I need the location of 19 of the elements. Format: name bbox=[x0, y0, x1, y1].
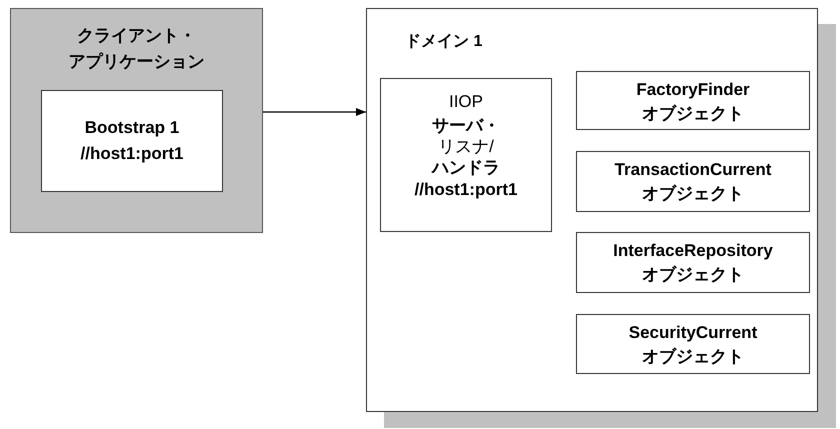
node-label: TransactionCurrent オブジェクト bbox=[614, 159, 772, 205]
application-box bbox=[10, 8, 263, 233]
node-title: クライアント・アプリケーション bbox=[68, 25, 206, 73]
object-box bbox=[576, 71, 810, 130]
arrow bbox=[263, 108, 366, 116]
node-label: FactoryFinder オブジェクト bbox=[635, 79, 751, 125]
node-label: //host1:port1 bbox=[414, 179, 518, 200]
node-label: サーバ・リスナ/ハンドラ bbox=[430, 115, 501, 178]
domain-box bbox=[366, 8, 818, 412]
node-label: IIOP bbox=[448, 91, 484, 112]
object-box bbox=[576, 314, 810, 374]
node-label: Bootstrap 1 //host1:port1 bbox=[80, 117, 184, 165]
listener-box bbox=[380, 78, 552, 232]
bootstrap-box bbox=[41, 90, 223, 192]
object-box bbox=[576, 232, 810, 293]
node-label: InterfaceRepository オブジェクト bbox=[612, 240, 774, 286]
object-box bbox=[576, 151, 810, 212]
node-label: SecurityCurrent オブジェクト bbox=[628, 322, 758, 368]
node-title: ドメイン 1 bbox=[405, 32, 482, 52]
